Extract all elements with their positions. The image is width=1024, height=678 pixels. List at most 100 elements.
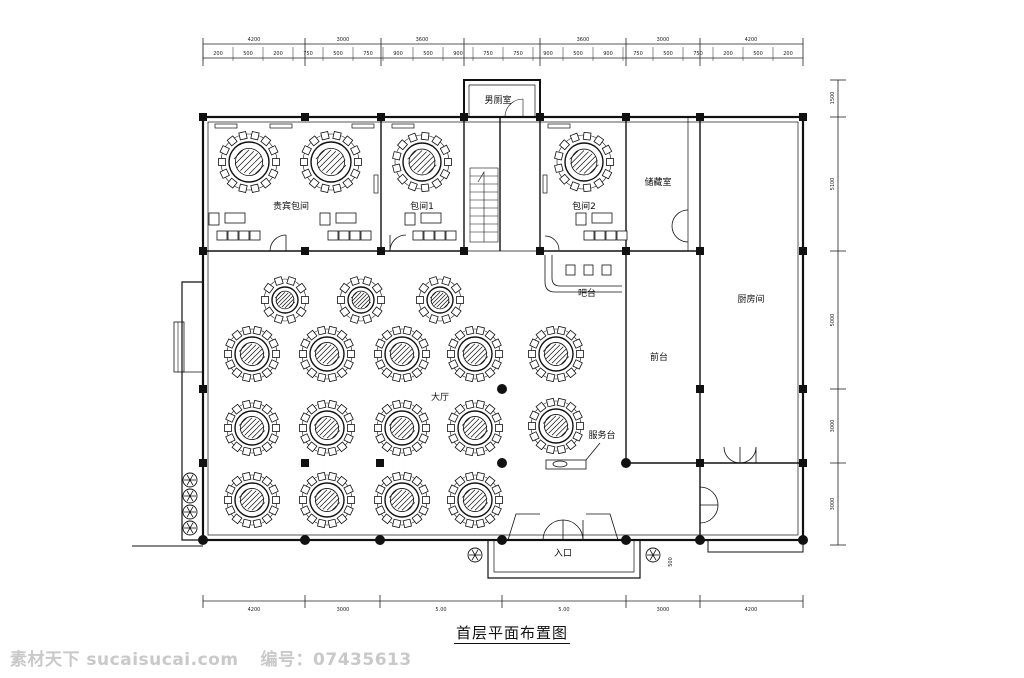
dim-top-minor-18: 200 xyxy=(723,51,733,57)
plant-leaf xyxy=(186,479,191,486)
chair xyxy=(381,367,393,379)
hall-table-r2-c3 xyxy=(374,399,430,457)
hall-table-r1-c5 xyxy=(528,325,584,383)
chair xyxy=(306,367,318,379)
chair xyxy=(231,403,243,415)
chair xyxy=(465,325,475,336)
table-hatch xyxy=(548,346,564,362)
table-hatch xyxy=(555,423,569,437)
table-hatch xyxy=(430,291,441,302)
table-hatch xyxy=(240,153,258,171)
chair xyxy=(299,496,307,504)
column-square xyxy=(377,113,385,121)
plant-leaf xyxy=(652,554,657,561)
chair xyxy=(374,496,382,504)
armchair xyxy=(319,212,331,226)
chair xyxy=(396,173,409,185)
dim-right-4: 3000 xyxy=(830,420,836,433)
chair xyxy=(343,505,354,516)
table-hatch xyxy=(543,343,557,357)
interior-walls xyxy=(203,117,803,540)
table-hatch xyxy=(331,356,341,365)
chair xyxy=(268,168,279,179)
table-hatch xyxy=(330,159,346,175)
table-hatch xyxy=(254,164,265,175)
table-lazy-susan xyxy=(351,290,371,310)
chair xyxy=(320,183,330,193)
table-hatch xyxy=(394,492,410,508)
table-hatch xyxy=(410,151,427,168)
wall-panel xyxy=(373,174,379,194)
label-bar: 吧台 xyxy=(578,287,596,299)
table-hatch xyxy=(551,420,567,436)
structural-columns xyxy=(198,113,808,545)
chair xyxy=(252,325,262,336)
table-hatch xyxy=(479,430,489,439)
chair xyxy=(261,367,273,379)
chair xyxy=(350,168,361,179)
chair xyxy=(242,471,252,482)
table-hatch xyxy=(277,292,289,305)
column-square xyxy=(301,459,309,467)
dim-top-minor-9: 900 xyxy=(453,51,463,57)
table-hatch xyxy=(479,356,489,365)
table-lazy-susan xyxy=(240,342,264,366)
chair xyxy=(260,177,272,189)
chair xyxy=(242,399,252,410)
chair xyxy=(317,325,327,336)
table-hatch xyxy=(391,344,407,360)
plant-leaf xyxy=(189,479,194,486)
table-hatch xyxy=(461,417,471,426)
chair xyxy=(362,314,373,324)
chair xyxy=(299,350,307,358)
chair xyxy=(448,484,459,495)
sofa-seat xyxy=(327,230,339,241)
table-lazy-susan xyxy=(544,414,568,438)
table-hatch xyxy=(429,292,437,299)
hall-table-r3-c4 xyxy=(447,471,503,529)
label-reception: 服务台 xyxy=(588,429,615,441)
chair xyxy=(381,403,393,415)
sofa-seat xyxy=(583,230,595,241)
table-lazy-susan xyxy=(315,488,339,512)
table-hatch xyxy=(470,348,486,364)
chair xyxy=(300,484,311,495)
column-square xyxy=(199,113,207,121)
chair xyxy=(300,359,311,370)
coffee-table xyxy=(591,212,613,224)
hall-table-r2-c5 xyxy=(528,397,584,455)
vip1-table-1 xyxy=(218,131,280,193)
chair xyxy=(491,412,502,423)
dim-top-minor-13: 500 xyxy=(573,51,583,57)
chair xyxy=(484,403,496,415)
chair xyxy=(535,439,547,451)
table-lazy-susan xyxy=(544,342,568,366)
table-hatch xyxy=(322,153,340,171)
right-dimension-lines xyxy=(830,79,846,546)
planter-6 xyxy=(645,547,661,563)
table-hatch xyxy=(248,159,264,175)
table-hatch xyxy=(355,294,367,306)
chair xyxy=(565,329,577,341)
label-hall: 大厅 xyxy=(431,391,449,403)
plant-leaf xyxy=(649,554,654,561)
table-hatch xyxy=(555,351,569,365)
chair xyxy=(491,338,502,349)
chair xyxy=(475,372,485,383)
chair xyxy=(439,168,451,180)
plant-leaf xyxy=(186,506,191,513)
chair xyxy=(381,513,393,525)
chair xyxy=(300,158,308,166)
chair xyxy=(252,399,262,410)
chair xyxy=(448,338,459,349)
chair xyxy=(392,399,402,410)
chair xyxy=(428,314,439,324)
coffee-table xyxy=(224,212,246,224)
chair xyxy=(261,329,273,341)
column-square xyxy=(199,247,207,255)
chair xyxy=(556,444,566,455)
chair xyxy=(242,325,252,336)
chair xyxy=(392,372,402,383)
